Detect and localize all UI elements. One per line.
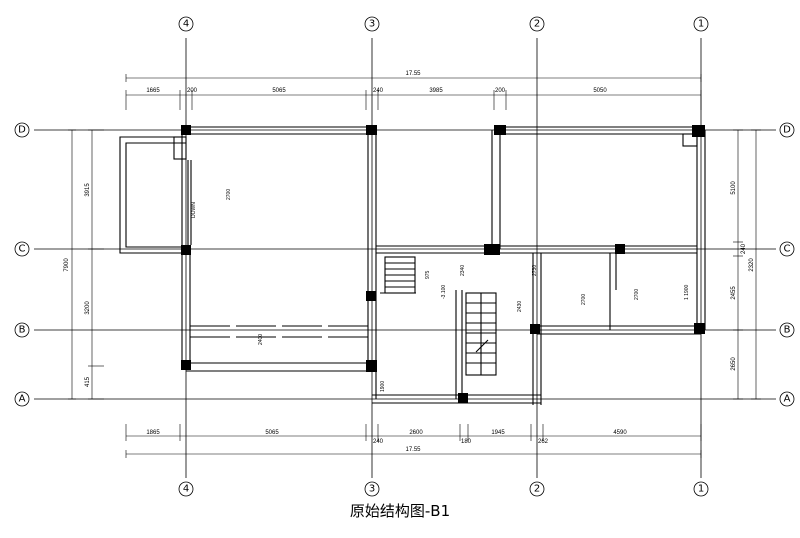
dim-right: 2455 xyxy=(731,286,737,300)
axis-label: D xyxy=(783,125,791,136)
dim-top: 3985 xyxy=(429,88,443,94)
axis-label: 3 xyxy=(369,19,375,30)
annotations: 2700 2400 2700 2700 2340 2730 2430 1 190… xyxy=(191,189,690,392)
dim-total-top: 17.55 xyxy=(405,71,421,77)
dim-total-bottom: 17.55 xyxy=(405,447,421,453)
axis-label: 4 xyxy=(183,484,189,495)
dim-left-total: 7900 xyxy=(64,258,70,272)
dim-left: 415 xyxy=(85,376,91,387)
dim-bottom: 2600 xyxy=(409,430,423,436)
dim-bottom: 5065 xyxy=(265,430,279,436)
stair-label: 2730 xyxy=(532,265,538,276)
bottom-dimensions: 1865 5065 240 2600 180 1945 262 4590 17.… xyxy=(125,424,702,458)
room-height-label: 2700 xyxy=(226,189,232,200)
dim-right: 5100 xyxy=(731,181,737,195)
room-height-label: 2700 xyxy=(634,289,640,300)
axis-label: B xyxy=(784,325,791,336)
walls xyxy=(119,126,706,405)
right-dimensions: 5100 240 2455 2650 2320 xyxy=(731,129,761,400)
axis-label: 4 xyxy=(183,19,189,30)
axis-label: B xyxy=(19,325,26,336)
note-label: DOWN xyxy=(191,202,197,218)
axis-label: C xyxy=(19,244,26,255)
axis-bubbles-left: D C B A xyxy=(14,122,30,407)
drawing-title: 原始结构图-B1 xyxy=(349,502,451,520)
axis-label: 3 xyxy=(369,484,375,495)
dim-top: 5065 xyxy=(272,88,286,94)
dim-bottom: 262 xyxy=(538,439,549,445)
dim-bottom: 240 xyxy=(373,439,384,445)
dim-right-total: 2320 xyxy=(749,258,755,272)
dim-top: 240 xyxy=(373,88,384,94)
left-dimensions: 7900 3915 3200 415 xyxy=(64,129,104,400)
dim-top: 200 xyxy=(495,88,506,94)
staircase-lower xyxy=(465,292,497,376)
dim-left: 3200 xyxy=(85,301,91,315)
axis-bubbles-right: D C B A xyxy=(779,122,795,407)
stair-label: 2430 xyxy=(517,301,523,312)
axis-label: 2 xyxy=(534,19,540,30)
note-label: 1 1900 xyxy=(684,284,690,300)
axis-label: A xyxy=(784,394,791,405)
dim-right: 240 xyxy=(741,243,747,254)
dim-bottom: 1865 xyxy=(146,430,160,436)
stair-label: 2340 xyxy=(460,265,466,276)
axis-lines xyxy=(34,38,776,478)
dim-left: 3915 xyxy=(85,183,91,197)
structural-columns xyxy=(181,125,705,403)
stair-label: 1900 xyxy=(380,381,386,392)
note-label: 975 xyxy=(425,270,431,279)
axis-label: C xyxy=(784,244,791,255)
room-height-label: 2400 xyxy=(258,334,264,345)
dim-top: 5050 xyxy=(593,88,607,94)
axis-label: 1 xyxy=(698,484,704,495)
dim-top: 1665 xyxy=(146,88,160,94)
axis-label: D xyxy=(18,125,26,136)
axis-label: 2 xyxy=(534,484,540,495)
dim-bottom: 4590 xyxy=(613,430,627,436)
axis-bubbles-bottom: 4 3 2 1 xyxy=(178,481,709,497)
room-height-label: 2700 xyxy=(581,294,587,305)
dim-bottom: 180 xyxy=(461,439,472,445)
dim-top: 200 xyxy=(187,88,198,94)
axis-bubbles-top: 4 3 2 1 xyxy=(178,16,709,32)
level-label: -3.100 xyxy=(441,285,447,299)
dim-right: 2650 xyxy=(731,357,737,371)
dim-bottom: 1945 xyxy=(491,430,505,436)
axis-label: A xyxy=(19,394,26,405)
axis-label: 1 xyxy=(698,19,704,30)
staircase-upper xyxy=(380,256,416,294)
top-dimensions: 17.55 1665 200 5065 240 3985 200 5050 xyxy=(125,71,702,110)
floor-plan: 4 3 2 1 4 3 2 1 D C B A D C B A 17.55 16 xyxy=(14,16,795,497)
